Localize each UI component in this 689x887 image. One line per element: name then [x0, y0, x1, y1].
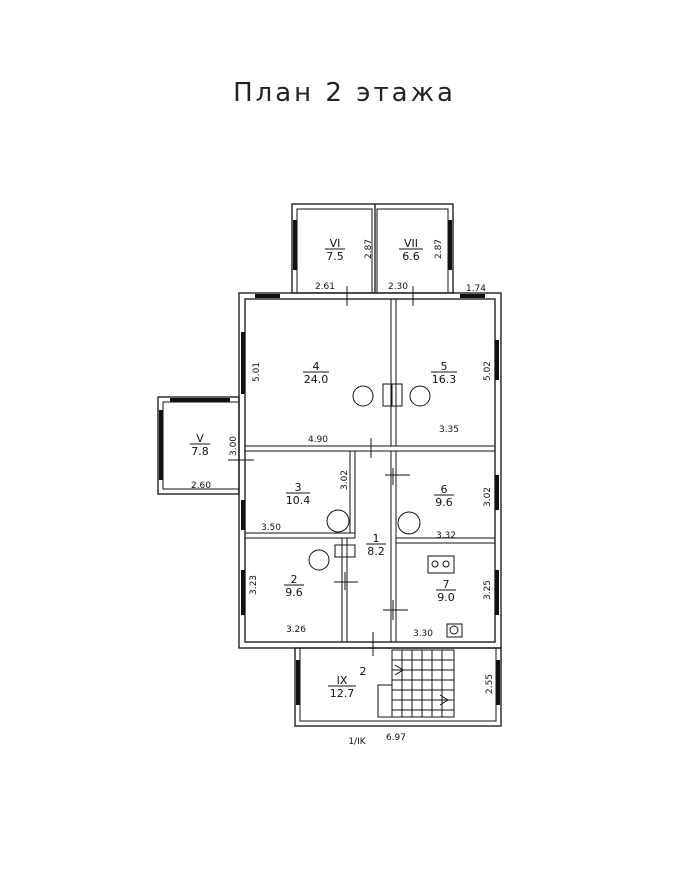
- room-1-area: 8.2: [367, 545, 385, 558]
- room-4-number: 4: [313, 360, 320, 373]
- room-vii-number: VII: [404, 237, 418, 250]
- room-5-number: 5: [441, 360, 448, 373]
- dim-label: 6.97: [386, 733, 406, 743]
- dim-label: 2.87: [434, 239, 444, 259]
- dim-label: 5.01: [252, 362, 262, 382]
- dim-label: 4.90: [308, 435, 328, 445]
- dim-label: 3.00: [229, 436, 239, 456]
- room-ix-area: 12.7: [330, 687, 355, 700]
- room-1-number: 1: [373, 532, 380, 545]
- room-3-number: 3: [295, 481, 302, 494]
- room-2-number: 2: [291, 573, 298, 586]
- room-5-area: 16.3: [432, 373, 457, 386]
- staircase: [377, 649, 455, 718]
- room-v-number: V: [196, 432, 204, 445]
- room-vi-number: VI: [330, 237, 341, 250]
- room-ix-number: IX: [337, 674, 348, 687]
- dim-label: 3.25: [483, 580, 493, 600]
- dim-label: 2.87: [364, 239, 374, 259]
- dim-label: 3.23: [249, 575, 259, 595]
- room-4-area: 24.0: [304, 373, 329, 386]
- room-2-area: 9.6: [285, 586, 303, 599]
- dim-label: 3.02: [483, 487, 493, 507]
- plan-title: План 2 этажа: [233, 78, 456, 108]
- room-labels: 4 24.0 5 16.3 3 10.4 6 9.6 1 8.2 2 9.6 7…: [190, 237, 457, 700]
- room-3-area: 10.4: [286, 494, 311, 507]
- dim-label: 2.55: [485, 674, 495, 694]
- dim-label: 3.50: [261, 523, 281, 533]
- dim-label: 2.60: [191, 481, 211, 491]
- dim-label: 3.32: [436, 531, 456, 541]
- outer-walls: [238, 292, 502, 649]
- windows: [159, 220, 500, 705]
- dimension-labels: 2.61 2.30 1.74 2.87 2.87 5.01 5.02 4.90 …: [191, 239, 495, 747]
- room-6-area: 9.6: [435, 496, 453, 509]
- room-6-number: 6: [441, 483, 448, 496]
- fixtures: [308, 383, 463, 638]
- dim-label: 3.26: [286, 625, 306, 635]
- room-vi-area: 7.5: [326, 250, 344, 263]
- dim-label: 3.30: [413, 629, 433, 639]
- sheet-ref: 1/IK: [348, 737, 366, 747]
- dim-label: 3.02: [340, 470, 350, 490]
- room-7-number: 7: [443, 578, 450, 591]
- doors: [228, 286, 414, 656]
- room-7-area: 9.0: [437, 591, 455, 604]
- interior-walls: [244, 298, 496, 643]
- dim-label: 2.30: [388, 282, 408, 292]
- dim-label: 2.61: [315, 282, 335, 292]
- dim-label: 1.74: [466, 284, 486, 294]
- stair-label: 2: [360, 665, 367, 678]
- room-v-area: 7.8: [191, 445, 209, 458]
- room-vii-area: 6.6: [402, 250, 420, 263]
- dim-label: 5.02: [483, 361, 493, 381]
- dim-label: 3.35: [439, 425, 459, 435]
